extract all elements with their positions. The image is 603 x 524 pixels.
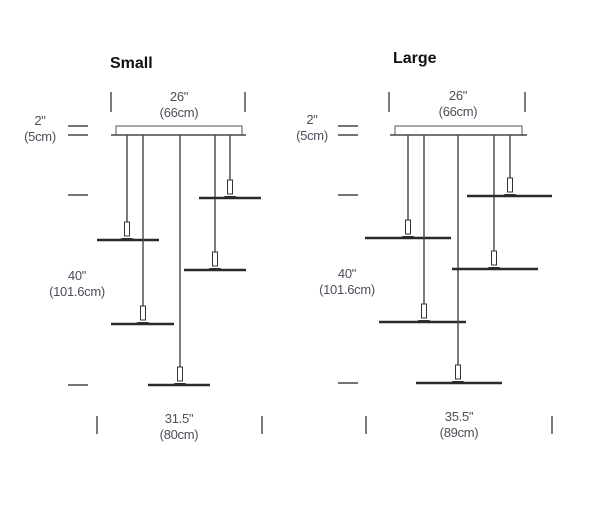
small-pendant-socket-5 [227,179,233,195]
small-canopy [115,125,243,136]
small-canopy-height: 2"(5cm) [24,113,56,144]
large-pendant-socket-3 [455,364,461,380]
large-drop-length: 40"(101.6cm) [319,266,375,297]
small-title: Small [110,55,153,72]
small-canopy-width: 26"(66cm) [159,89,199,120]
large-canopy-height: 2"(5cm) [296,112,328,143]
small-spread-width: 31.5"(80cm) [159,411,199,442]
small-drop-length: 40"(101.6cm) [49,268,105,299]
large-pendant-socket-5 [507,177,513,193]
large-canopy-width: 26"(66cm) [438,88,478,119]
large-title: Large [393,50,437,67]
large-spread-width: 35.5"(89cm) [439,409,479,440]
large-pendant-socket-2 [421,303,427,319]
large-pendant-socket-1 [405,219,411,235]
large-pendant-socket-4 [491,250,497,266]
large-canopy [394,125,523,136]
small-pendant-socket-4 [212,251,218,267]
small-pendant-socket-1 [124,221,130,237]
small-pendant-socket-3 [177,366,183,382]
small-pendant-socket-2 [140,305,146,321]
